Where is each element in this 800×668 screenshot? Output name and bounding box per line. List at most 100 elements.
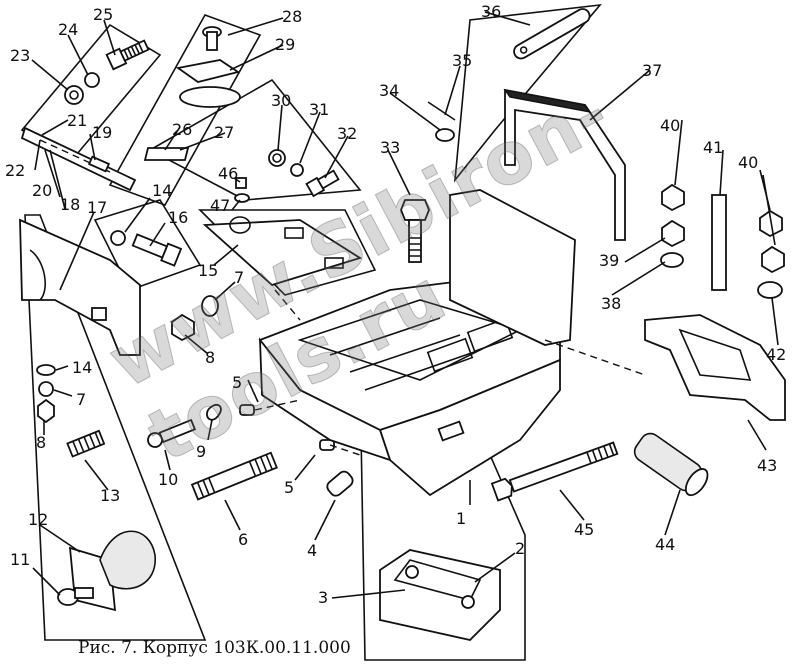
callout-5b: 5 — [232, 373, 243, 392]
callout-15: 15 — [198, 261, 219, 280]
washer-14 — [36, 364, 56, 376]
pin-5-upper — [239, 404, 255, 416]
callout-2: 2 — [515, 539, 526, 558]
washer-30 — [268, 149, 286, 167]
nut-8-frame — [171, 313, 195, 342]
callout-3: 3 — [318, 588, 329, 607]
callout-22: 22 — [5, 161, 26, 180]
bolt-13 — [66, 429, 106, 458]
callout-7b: 7 — [76, 390, 87, 409]
washer-34 — [435, 128, 455, 142]
shaft-36 — [513, 8, 591, 60]
bracket-17 — [19, 218, 141, 356]
washer-23 — [64, 85, 84, 105]
callout-16: 16 — [168, 208, 189, 227]
plate-15 — [202, 219, 363, 287]
callout-14b: 14 — [152, 181, 173, 200]
nut-39 — [661, 219, 685, 248]
cotter-pin-35 — [427, 101, 456, 121]
callout-1: 1 — [456, 509, 467, 528]
callout-45: 45 — [574, 520, 595, 539]
callout-18: 18 — [60, 195, 81, 214]
callout-8b: 8 — [36, 433, 47, 452]
plate-29 — [175, 59, 241, 83]
callout-13: 13 — [100, 486, 121, 505]
bolt-10 — [147, 418, 197, 448]
callout-24: 24 — [58, 20, 79, 39]
washer-38 — [660, 252, 684, 268]
callout-39: 39 — [599, 251, 620, 270]
callout-7a: 7 — [234, 268, 245, 287]
frame-pin-group-28-29 — [108, 14, 262, 206]
bolt-25 — [105, 39, 150, 71]
screw-46 — [235, 177, 247, 189]
callout-34: 34 — [379, 81, 400, 100]
callout-21: 21 — [67, 111, 88, 130]
spring-washer-31 — [290, 163, 304, 177]
callout-4: 4 — [307, 541, 318, 560]
washer-47 — [234, 193, 250, 203]
callout-19: 19 — [92, 123, 113, 142]
back-plate — [449, 189, 576, 346]
callout-31: 31 — [309, 100, 330, 119]
bushing-44 — [633, 432, 709, 497]
callout-37: 37 — [642, 61, 663, 80]
stud-6 — [190, 451, 278, 501]
callout-36: 36 — [481, 2, 502, 21]
callout-5a: 5 — [284, 478, 295, 497]
bolt-45 — [490, 441, 619, 502]
callout-25: 25 — [93, 5, 114, 24]
callout-12: 12 — [28, 510, 49, 529]
callout-20: 20 — [32, 181, 53, 200]
callout-6: 6 — [238, 530, 249, 549]
bolt-16 — [131, 233, 183, 267]
figure-caption: Рис. 7. Корпус 103К.00.11.000 — [78, 638, 351, 658]
nut-40-right-b — [761, 245, 785, 274]
plate-29-lower — [179, 86, 241, 108]
nut-8 — [37, 398, 55, 424]
callout-23: 23 — [10, 46, 31, 65]
callout-14a: 14 — [72, 358, 93, 377]
callout-38: 38 — [601, 294, 622, 313]
callout-42: 42 — [766, 345, 787, 364]
pin-4 — [326, 470, 354, 497]
spring-washer-24 — [84, 72, 100, 88]
strip-26 — [143, 147, 190, 161]
washer-42 — [757, 281, 783, 299]
callout-40a: 40 — [660, 116, 681, 135]
callout-9: 9 — [196, 442, 207, 461]
nut-40-left — [661, 183, 685, 212]
callout-28: 28 — [282, 7, 303, 26]
leader-lines — [31, 11, 779, 599]
callout-41: 41 — [703, 138, 724, 157]
pin-28 — [202, 26, 222, 51]
callout-43: 43 — [757, 456, 778, 475]
callout-17: 17 — [87, 198, 108, 217]
bracket-17-slot — [91, 307, 107, 321]
spring-washer-7 — [38, 381, 54, 397]
callout-35: 35 — [452, 51, 473, 70]
guard-37 — [504, 88, 626, 241]
bracket-2-3 — [379, 549, 501, 641]
pin-5-lower — [319, 439, 335, 451]
callout-26: 26 — [172, 120, 193, 139]
callout-44: 44 — [655, 535, 676, 554]
callout-47: 47 — [210, 196, 231, 215]
callout-30: 30 — [271, 91, 292, 110]
callout-27: 27 — [214, 123, 235, 142]
callout-33: 33 — [380, 138, 401, 157]
frame-shaft-group-36 — [453, 3, 602, 183]
callout-29: 29 — [275, 35, 296, 54]
stud-41 — [711, 194, 727, 291]
callout-40b: 40 — [738, 153, 759, 172]
handle-11-12 — [57, 530, 156, 612]
callout-11: 11 — [10, 550, 31, 569]
bolt-33 — [400, 199, 430, 263]
callout-46: 46 — [218, 164, 239, 183]
washer-7-frame — [201, 295, 219, 317]
frame-handle-group-11-12 — [24, 214, 207, 641]
clip-9 — [206, 403, 222, 421]
callout-32: 32 — [337, 124, 358, 143]
